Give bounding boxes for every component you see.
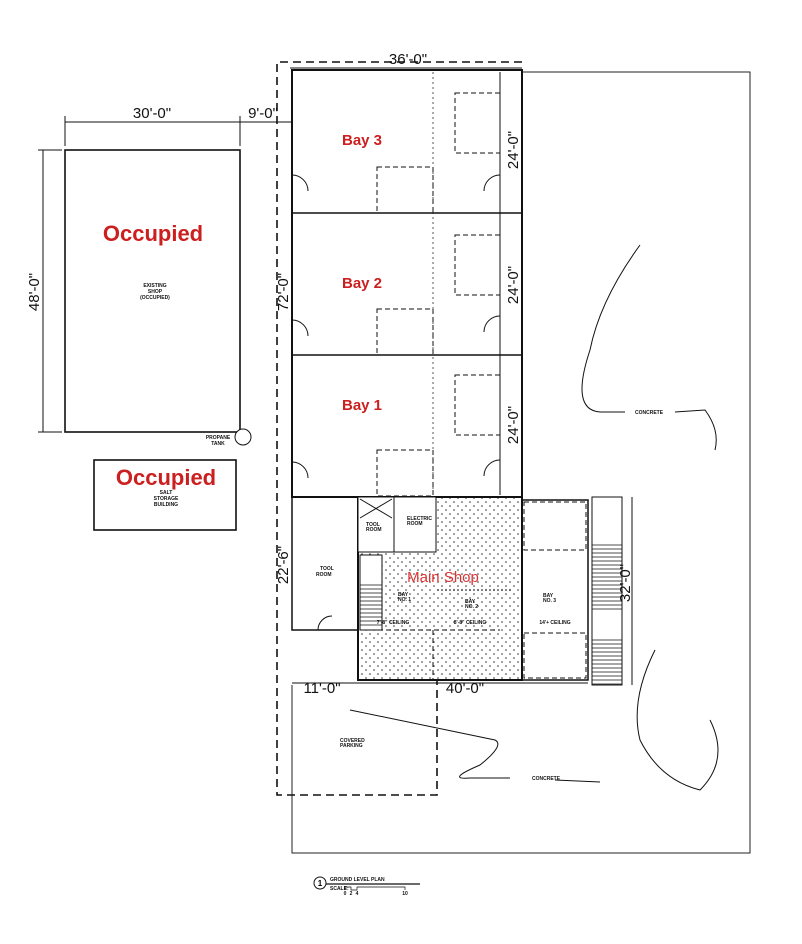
salt-storage-label: STORAGE bbox=[154, 496, 179, 502]
occupied-label: Occupied bbox=[103, 221, 203, 246]
covered-parking-label: PARKING bbox=[340, 743, 363, 749]
existing-shop: Occupied EXISTING SHOP (OCCUPIED) bbox=[64, 149, 241, 433]
tool-room-label: TOOL bbox=[320, 566, 334, 572]
plan-number: 1 bbox=[318, 879, 323, 888]
occupied-label: Occupied bbox=[116, 465, 216, 490]
small-tool-room-label: ROOM bbox=[366, 527, 382, 533]
salt-storage-building: Occupied SALT STORAGE BUILDING bbox=[93, 459, 237, 531]
propane-tank-label: TANK bbox=[211, 441, 225, 447]
main-shop-depth-dim: 32'-0" bbox=[617, 564, 634, 602]
ceiling-3-label: 14'+ CEILING bbox=[539, 620, 570, 626]
scale-tick: 10 bbox=[402, 891, 408, 897]
bay-2-depth-dim: 24'-0" bbox=[505, 266, 522, 304]
plan-title: GROUND LEVEL PLAN bbox=[330, 877, 385, 883]
concrete-label: CONCRETE bbox=[635, 410, 664, 416]
existing-shop-label: SHOP bbox=[148, 289, 163, 295]
ceiling-1-label: 7'-8" CEILING bbox=[377, 620, 410, 626]
main-shop bbox=[291, 496, 623, 686]
concrete-label: CONCRETE bbox=[532, 776, 561, 782]
bay-no-3-label: NO. 3 bbox=[543, 598, 556, 604]
salt-storage-label: BUILDING bbox=[154, 502, 178, 508]
existing-shop-label: (OCCUPIED) bbox=[140, 295, 170, 301]
main-shop-width-dim: 40'-0" bbox=[446, 680, 484, 697]
bay-no-2-label: NO. 2 bbox=[465, 604, 478, 610]
scale-tick: 4 bbox=[356, 891, 359, 897]
ceiling-2-label: 8'-8" CEILING bbox=[454, 620, 487, 626]
main-shop-label: Main Shop bbox=[407, 569, 479, 586]
bay-3-depth-dim: 24'-0" bbox=[505, 131, 522, 169]
bay-no-2-label: BAY bbox=[465, 599, 476, 605]
bay-3-label: Bay 3 bbox=[342, 132, 382, 149]
scale-label: SCALE: bbox=[330, 886, 349, 892]
existing-shop-depth-dim: 48'-0" bbox=[26, 273, 43, 311]
existing-shop-label: EXISTING bbox=[143, 283, 166, 289]
dashed-boundary bbox=[276, 61, 522, 796]
small-tool-room-label: TOOL bbox=[366, 522, 380, 528]
existing-shop-width-dim: 30'-0" bbox=[133, 105, 171, 122]
bay-2-label: Bay 2 bbox=[342, 275, 382, 292]
bay-no-1-label: NO. 1 bbox=[398, 597, 411, 603]
propane-tank-label: PROPANE bbox=[206, 435, 231, 441]
tool-room-label: ROOM bbox=[316, 572, 332, 578]
property-boundary bbox=[291, 71, 751, 854]
plan-number-icon bbox=[313, 876, 327, 890]
main-shop-dimension-lines bbox=[292, 497, 633, 685]
electric-room-label: ROOM bbox=[407, 521, 423, 527]
bay-1-depth-dim: 24'-0" bbox=[505, 406, 522, 444]
bays-length-dim: 72'-0" bbox=[275, 273, 292, 311]
concrete-leaders bbox=[349, 244, 719, 791]
scale-tick: 2 bbox=[350, 891, 353, 897]
bay-1-label: Bay 1 bbox=[342, 397, 382, 414]
bays-building bbox=[291, 69, 523, 498]
tool-room-dim: 22'-6" bbox=[275, 546, 292, 584]
gap-dim: 9'-0" bbox=[248, 105, 278, 122]
bay-no-1-label: BAY bbox=[398, 592, 409, 598]
covered-parking-label: COVERED bbox=[340, 738, 365, 744]
left-width-dim: 11'-0" bbox=[303, 680, 340, 697]
stairs bbox=[360, 544, 622, 685]
bays-width-dim: 36'-0" bbox=[389, 51, 427, 68]
scale-tick: 0 bbox=[344, 891, 347, 897]
scale-bar bbox=[344, 886, 406, 891]
electric-room-label: ELECTRIC bbox=[407, 516, 432, 522]
bay-no-3-label: BAY bbox=[543, 593, 554, 599]
propane-tank-icon bbox=[234, 428, 252, 446]
salt-storage-label: SALT bbox=[160, 490, 173, 496]
plan-title-block: 1 GROUND LEVEL PLAN SCALE: 0 2 4 10 bbox=[313, 876, 420, 897]
